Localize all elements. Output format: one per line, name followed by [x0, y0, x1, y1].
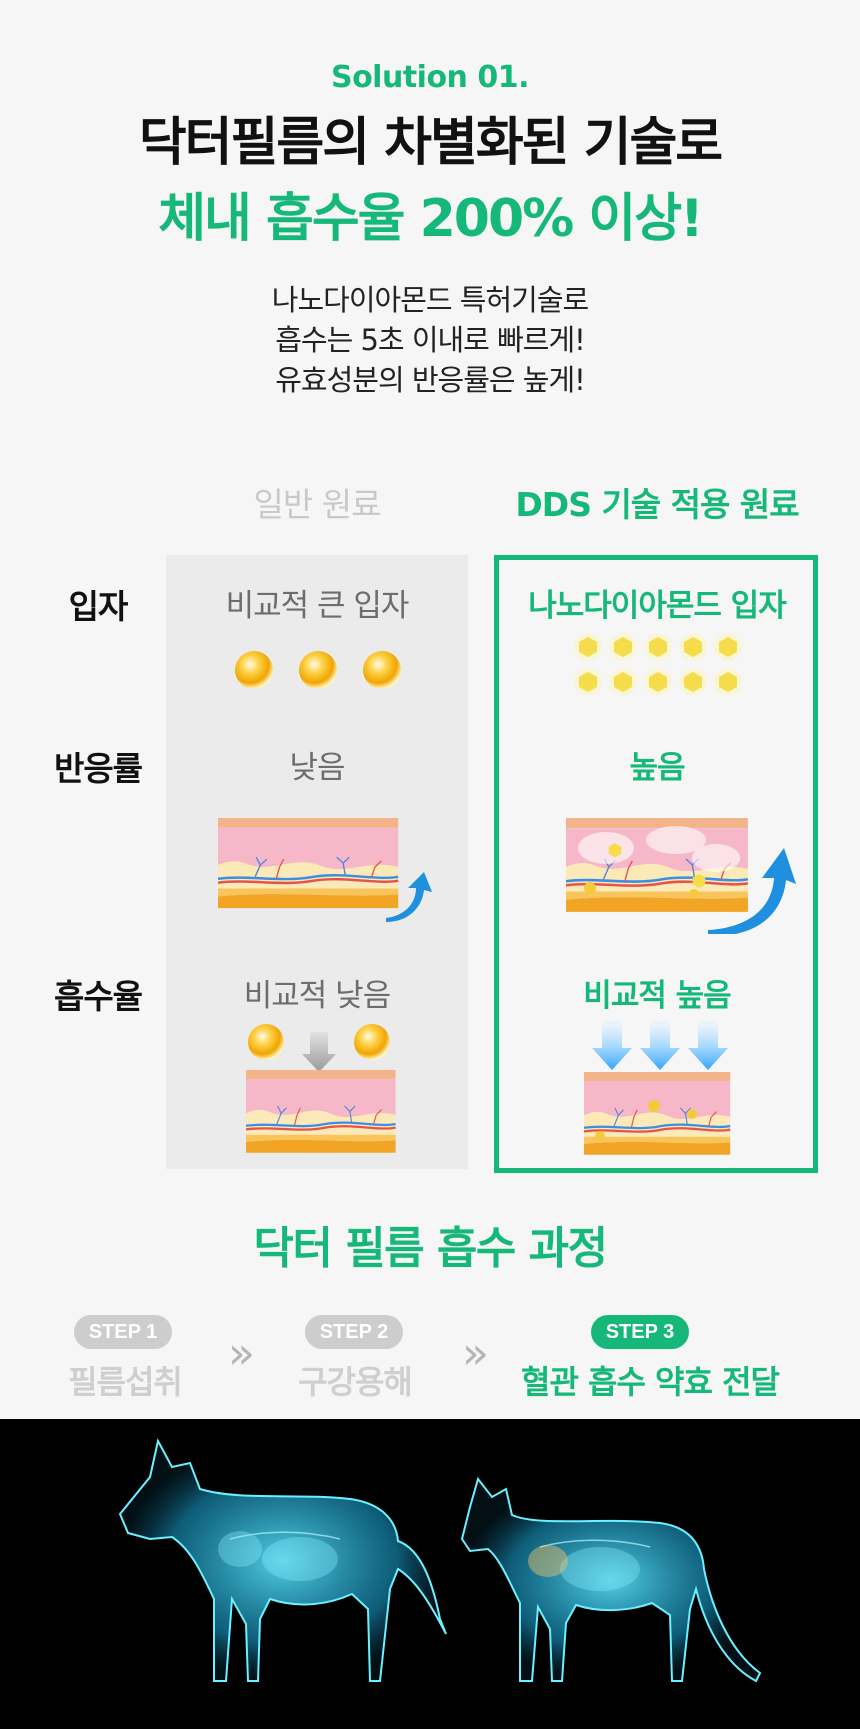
process-title: 닥터 필름 흡수 과정: [253, 1223, 608, 1274]
chevron-right-icon: »: [228, 1328, 255, 1379]
step1-badge: STEP 1: [74, 1315, 172, 1349]
large-particle: [248, 1024, 284, 1060]
step2-label: 구강용해: [298, 1363, 413, 1401]
general-particle-text: 비교적 큰 입자: [225, 588, 410, 624]
description: 나노다이아몬드 특허기술로 흡수는 5초 이내로 빠르게! 유효성분의 반응률은…: [0, 280, 860, 400]
dds-reaction-text: 높음: [629, 750, 685, 786]
column-header-general: 일반 원료: [253, 485, 382, 524]
row-label-absorption: 흡수율: [53, 977, 143, 1016]
down-arrow-icon: [302, 1032, 336, 1072]
large-rise-arrow: [708, 848, 796, 934]
headline-line1: 닥터필름의 차별화된 기술로: [138, 113, 723, 173]
large-particles-illustration: [235, 651, 401, 689]
column-header-dds: DDS 기술 적용 원료: [515, 485, 799, 524]
step3-badge: STEP 3: [591, 1315, 689, 1349]
solution-label: Solution 01.: [330, 60, 530, 95]
dds-absorption-skin: [584, 1072, 732, 1156]
general-reaction-text: 낮음: [289, 750, 345, 786]
small-rise-arrow: [386, 872, 432, 922]
general-absorption-skin: [246, 1070, 396, 1154]
step3-label: 혈관 흡수 약효 전달: [521, 1363, 780, 1401]
general-absorption-particles: [248, 1024, 390, 1072]
down-arrow-icon: [592, 1020, 632, 1070]
down-arrow-icon: [640, 1020, 680, 1070]
headline-line2: 체내 흡수율 200% 이상!: [158, 189, 704, 249]
description-line: 나노다이아몬드 특허기술로: [271, 283, 589, 317]
row-label-reaction: 반응률: [53, 749, 143, 788]
dds-particle-text: 나노다이아몬드 입자: [528, 588, 786, 624]
dds-material-panel: [494, 555, 818, 1173]
large-particle: [363, 651, 401, 689]
xray-animals-illustration: [118, 1438, 762, 1683]
dds-absorption-arrows: [592, 1020, 728, 1070]
xray-animals-section: [0, 1419, 860, 1729]
row-label-particle: 입자: [68, 587, 129, 626]
dds-reaction-skin-illustration: [566, 818, 796, 934]
large-particle: [354, 1024, 390, 1060]
dds-absorption-text: 비교적 높음: [583, 978, 731, 1014]
xray-cat: [460, 1476, 762, 1683]
general-absorption-text: 비교적 낮음: [243, 978, 391, 1014]
chevron-right-icon: »: [462, 1328, 489, 1379]
description-line: 흡수는 5초 이내로 빠르게!: [275, 323, 586, 357]
step1-label: 필름섭취: [68, 1363, 183, 1401]
nano-particles-illustration: [574, 633, 742, 696]
xray-dog: [118, 1438, 447, 1682]
large-particle: [235, 651, 273, 689]
general-reaction-skin-illustration: [218, 816, 432, 922]
large-particle: [299, 651, 337, 689]
down-arrow-icon: [688, 1020, 728, 1070]
description-line: 유효성분의 반응률은 높게!: [275, 363, 586, 397]
step2-badge: STEP 2: [305, 1315, 403, 1349]
